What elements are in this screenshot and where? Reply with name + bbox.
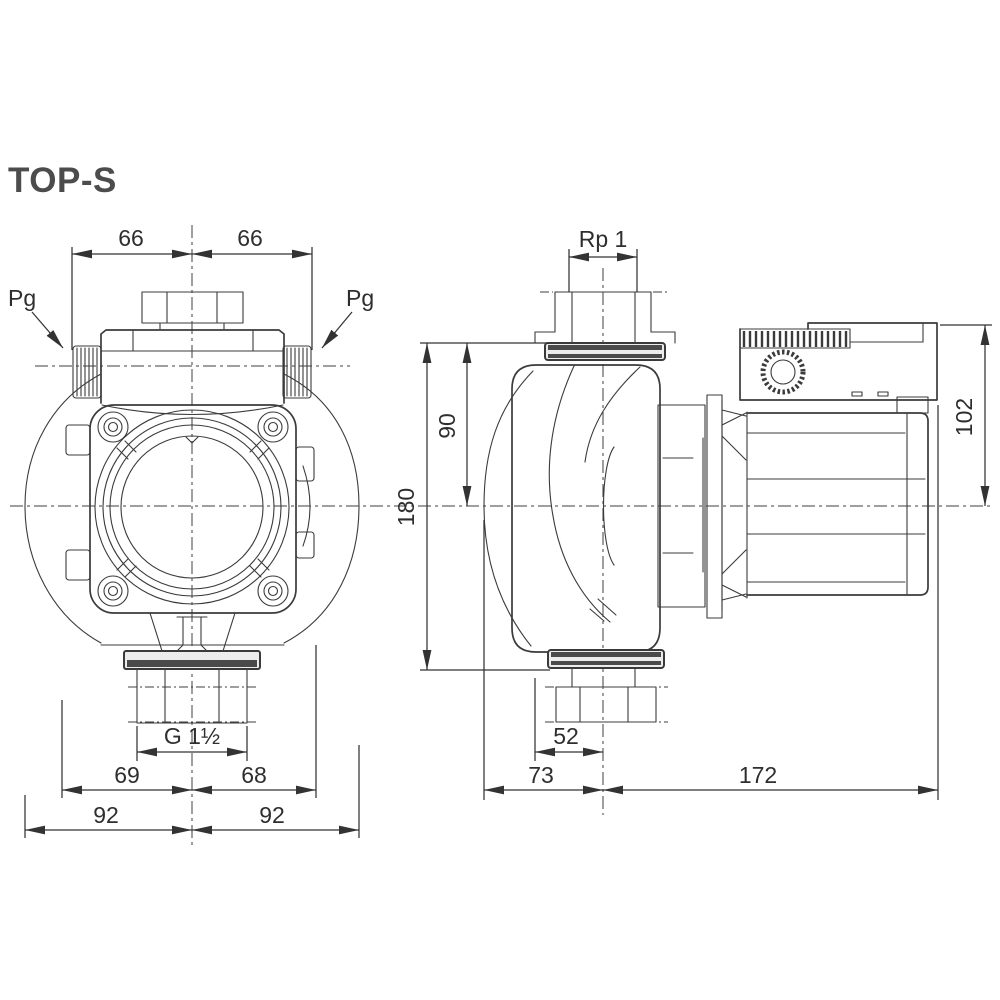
dimension-92-92: 92 92 bbox=[24, 745, 360, 838]
bolt-bottom-right bbox=[249, 558, 289, 607]
dimension-69-68: 69 68 bbox=[61, 645, 317, 798]
terminal-box-front bbox=[100, 329, 285, 404]
union-nut-bottom-front bbox=[128, 668, 257, 724]
dim-label-102: 102 bbox=[951, 398, 977, 436]
adjustment-knob bbox=[760, 349, 806, 395]
dimension-172: 172 bbox=[603, 405, 939, 800]
dim-label-73: 73 bbox=[528, 762, 554, 788]
dim-label-66-left: 66 bbox=[118, 225, 144, 251]
bottom-neck bbox=[149, 612, 236, 652]
suction-pipe-hex-top bbox=[534, 291, 676, 344]
side-tabs bbox=[65, 424, 315, 581]
vent-slats bbox=[742, 331, 848, 347]
cable-gland-label-left: Pg bbox=[8, 285, 36, 311]
dim-label-180: 180 bbox=[393, 488, 419, 526]
dim-label-52: 52 bbox=[553, 723, 579, 749]
drawing-title: TOP-S bbox=[8, 161, 117, 200]
dimension-180: 180 bbox=[393, 343, 432, 670]
union-nut-top-front bbox=[141, 291, 244, 331]
dimension-66-66: 66 66 bbox=[71, 225, 313, 350]
suction-pipe-hex-bottom bbox=[545, 686, 668, 723]
volute-body bbox=[483, 364, 661, 653]
screw-slot bbox=[877, 391, 889, 397]
motor-housing bbox=[746, 396, 929, 596]
dim-label-69: 69 bbox=[114, 762, 140, 788]
bracket-top-edge bbox=[101, 404, 284, 416]
cable-gland-left bbox=[72, 345, 102, 399]
side-view: Rp 1 90 180 102 52 73 bbox=[393, 226, 992, 815]
dim-label-172: 172 bbox=[739, 762, 777, 788]
nameplate-rings bbox=[94, 409, 290, 605]
seal-housing bbox=[657, 404, 706, 608]
bottom-flange-front bbox=[123, 650, 261, 670]
bolt-bottom-left bbox=[97, 558, 137, 607]
leader-pg-left bbox=[31, 311, 64, 349]
dim-label-rp1: Rp 1 bbox=[579, 226, 628, 252]
dimension-102: 102 bbox=[940, 324, 992, 506]
dimension-90: 90 bbox=[434, 343, 472, 506]
dim-label-66-right: 66 bbox=[237, 225, 263, 251]
bolt-top-left bbox=[97, 411, 137, 460]
cable-gland-label-right: Pg bbox=[346, 285, 374, 311]
terminal-box-side bbox=[739, 322, 938, 401]
dimension-52: 52 bbox=[534, 678, 603, 761]
adjustment-knob-center bbox=[770, 359, 796, 385]
cable-gland-right bbox=[282, 345, 312, 399]
dimension-rp1: Rp 1 bbox=[568, 226, 638, 292]
dim-label-90: 90 bbox=[434, 413, 460, 439]
screw-slot bbox=[851, 391, 863, 397]
dimension-g-thread: G 1½ bbox=[136, 723, 248, 761]
dim-label-92-right: 92 bbox=[259, 802, 285, 828]
height-extension-lines bbox=[420, 342, 550, 671]
dim-label-g-thread: G 1½ bbox=[164, 723, 220, 749]
front-view: Pg Pg 66 66 G 1½ 69 68 bbox=[8, 225, 374, 845]
corner-bolts bbox=[97, 411, 289, 607]
dim-label-68: 68 bbox=[241, 762, 267, 788]
leader-pg-right bbox=[321, 311, 353, 349]
motor-adapter bbox=[702, 394, 748, 619]
motor-face-plate bbox=[89, 404, 297, 614]
bolt-top-right bbox=[249, 411, 289, 460]
motor-end-block bbox=[896, 396, 929, 414]
dimension-73: 73 bbox=[483, 520, 603, 800]
pump-body-silhouette bbox=[24, 373, 360, 646]
suction-flange-bottom bbox=[547, 649, 665, 688]
dim-label-92-left: 92 bbox=[93, 802, 119, 828]
discharge-flange-top bbox=[544, 342, 666, 361]
